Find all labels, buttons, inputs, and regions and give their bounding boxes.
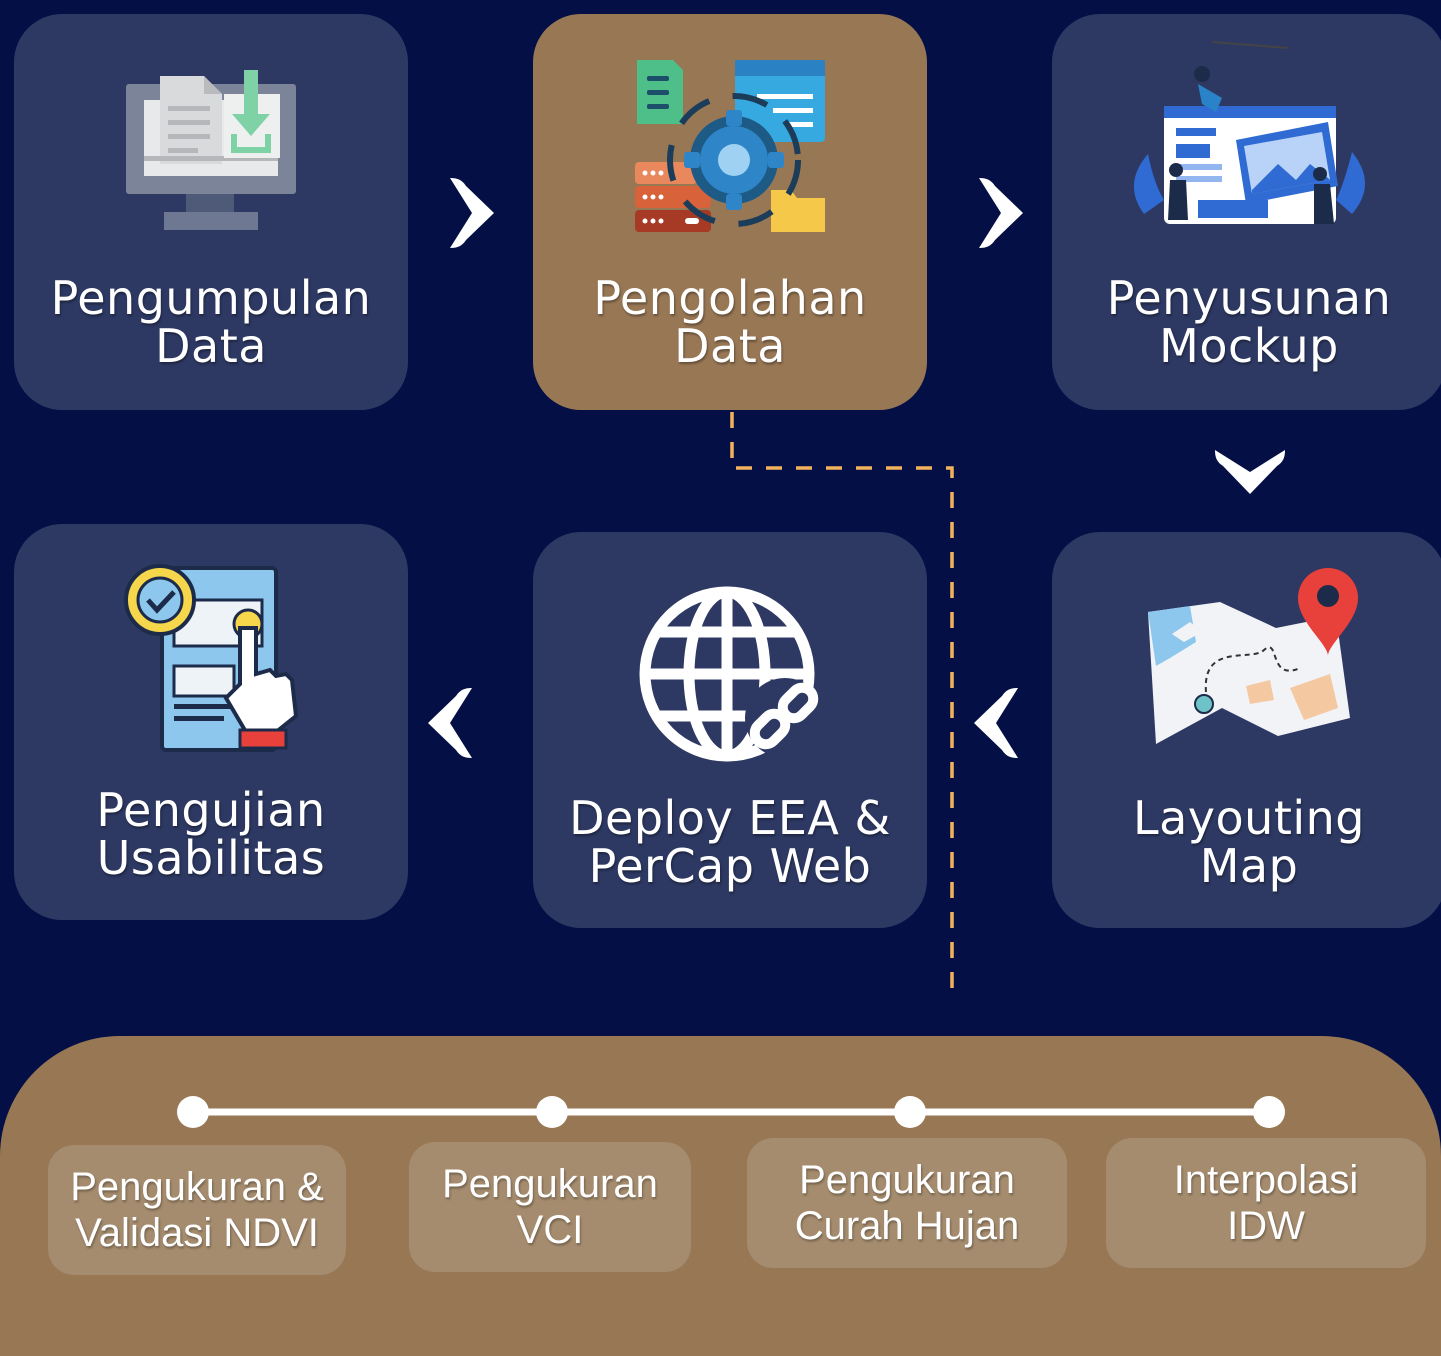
timeline-node: [177, 1096, 209, 1128]
step-title-line2: Data: [155, 319, 267, 373]
computer-download-icon: [126, 70, 296, 230]
chevron-left-icon: [974, 688, 1018, 758]
step-title-line2: Data: [674, 319, 786, 373]
step-title-line1: Pengolahan: [593, 271, 867, 325]
timeline-node: [894, 1096, 926, 1128]
sub-step-line1: Pengukuran &: [70, 1165, 324, 1209]
timeline-node: [536, 1096, 568, 1128]
chevron-left-icon: [428, 688, 472, 758]
step-card-pengumpulan-data[interactable]: Pengumpulan Data: [14, 14, 408, 410]
step-card-layouting-map[interactable]: Layouting Map: [1052, 532, 1441, 928]
mockup-design-icon: [1133, 41, 1365, 224]
step-title-line2: Mockup: [1159, 319, 1339, 373]
timeline-node: [1253, 1096, 1285, 1128]
sub-step-line1: Interpolasi: [1173, 1158, 1359, 1202]
step-card-pengolahan-data[interactable]: Pengolahan Data: [533, 14, 927, 410]
sub-step-line2: VCI: [516, 1208, 584, 1252]
sub-step-line1: Pengukuran: [442, 1162, 658, 1206]
step-title-line1: Pengumpulan: [50, 271, 372, 325]
data-processing-gear-icon: [635, 60, 825, 232]
step-title-line1: Layouting: [1132, 791, 1365, 845]
sub-step-ndvi[interactable]: Pengukuran & Validasi NDVI: [48, 1145, 346, 1275]
globe-link-icon: [639, 586, 825, 762]
sub-step-line2: IDW: [1227, 1204, 1305, 1248]
sub-step-line2: Curah Hujan: [794, 1204, 1020, 1248]
step-title-line1: Pengujian: [96, 783, 326, 837]
step-title-line2: Map: [1199, 839, 1299, 893]
sub-step-curah-hujan[interactable]: Pengukuran Curah Hujan: [747, 1138, 1067, 1268]
sub-step-line1: Pengukuran: [799, 1158, 1015, 1202]
usability-test-icon: [124, 564, 299, 752]
step-title-line2: Usabilitas: [96, 831, 326, 885]
step-title-line1: Deploy EEA &: [569, 791, 891, 845]
step-card-penyusunan-mockup[interactable]: Penyusunan Mockup: [1052, 14, 1441, 410]
map-pin-icon: [1148, 568, 1358, 744]
step-title-line2: PerCap Web: [588, 839, 872, 893]
sub-step-vci[interactable]: Pengukuran VCI: [409, 1142, 691, 1272]
chevron-right-icon: [450, 178, 494, 248]
sub-step-idw[interactable]: Interpolasi IDW: [1106, 1138, 1426, 1268]
processing-timeline: [177, 1096, 1285, 1128]
chevron-down-icon: [1215, 450, 1285, 494]
step-card-deploy-web[interactable]: Deploy EEA & PerCap Web: [533, 532, 927, 928]
step-title-line1: Penyusunan: [1106, 271, 1392, 325]
step-card-pengujian-usabilitas[interactable]: Pengujian Usabilitas: [14, 524, 408, 920]
chevron-right-icon: [979, 178, 1023, 248]
sub-step-line2: Validasi NDVI: [75, 1211, 319, 1255]
